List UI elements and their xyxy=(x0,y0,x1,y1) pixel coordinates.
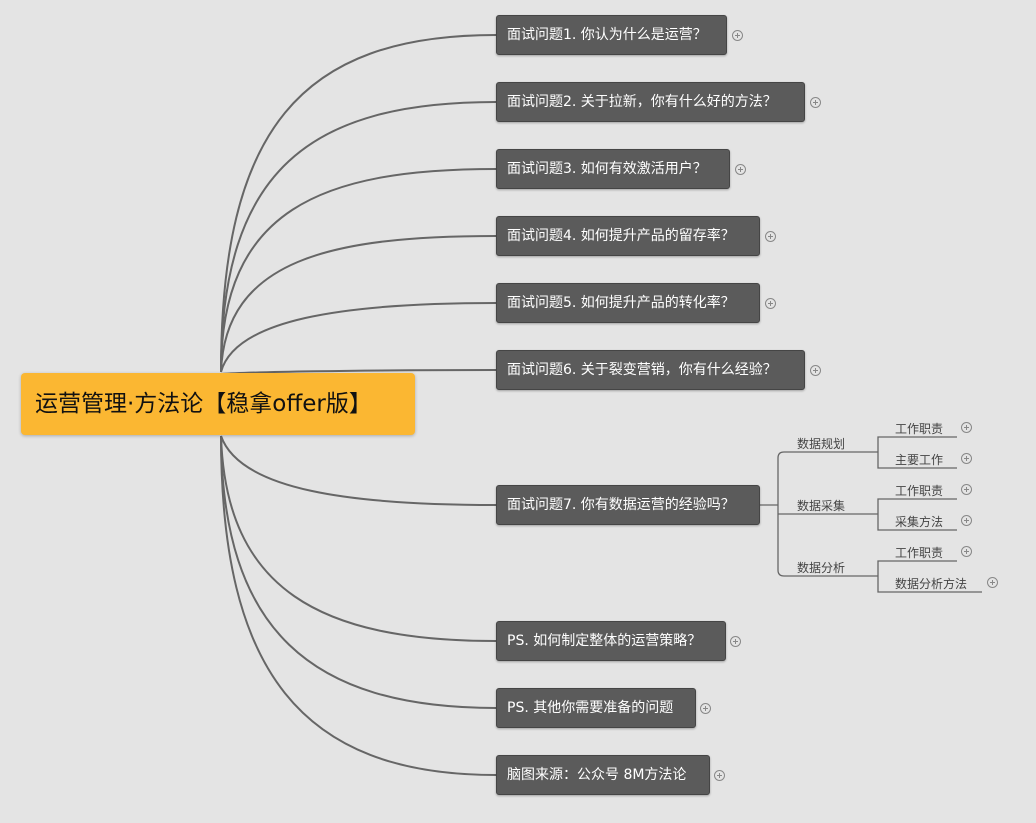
expand-icon[interactable] xyxy=(961,453,972,464)
topic-source[interactable]: 脑图来源：公众号 8M方法论 xyxy=(496,755,710,795)
expand-icon[interactable] xyxy=(810,97,821,108)
root-topic[interactable]: 运营管理·方法论【稳拿offer版】 xyxy=(21,373,415,435)
expand-icon[interactable] xyxy=(961,546,972,557)
expand-icon[interactable] xyxy=(987,577,998,588)
topic-question-3[interactable]: 面试问题3. 如何有效激活用户？ xyxy=(496,149,730,189)
expand-icon[interactable] xyxy=(810,365,821,376)
subtopic-data-collection[interactable]: 数据采集 xyxy=(797,499,846,513)
expand-icon[interactable] xyxy=(735,164,746,175)
leaf-topic[interactable]: 主要工作 xyxy=(895,453,944,467)
leaf-topic[interactable]: 数据分析方法 xyxy=(895,577,968,591)
topic-question-5[interactable]: 面试问题5. 如何提升产品的转化率？ xyxy=(496,283,760,323)
topic-question-6[interactable]: 面试问题6. 关于裂变营销，你有什么经验？ xyxy=(496,350,805,390)
expand-icon[interactable] xyxy=(730,636,741,647)
expand-icon[interactable] xyxy=(961,484,972,495)
topic-question-7[interactable]: 面试问题7. 你有数据运营的经验吗？ xyxy=(496,485,760,525)
expand-icon[interactable] xyxy=(765,231,776,242)
topic-question-4[interactable]: 面试问题4. 如何提升产品的留存率？ xyxy=(496,216,760,256)
expand-icon[interactable] xyxy=(714,770,725,781)
leaf-topic[interactable]: 工作职责 xyxy=(895,484,944,498)
leaf-topic[interactable]: 工作职责 xyxy=(895,546,944,560)
topic-ps-strategy[interactable]: PS. 如何制定整体的运营策略？ xyxy=(496,621,726,661)
leaf-topic[interactable]: 采集方法 xyxy=(895,515,944,529)
expand-icon[interactable] xyxy=(700,703,711,714)
subtopic-data-analysis[interactable]: 数据分析 xyxy=(797,561,846,575)
expand-icon[interactable] xyxy=(961,515,972,526)
expand-icon[interactable] xyxy=(732,30,743,41)
topic-question-1[interactable]: 面试问题1. 你认为什么是运营？ xyxy=(496,15,727,55)
expand-icon[interactable] xyxy=(765,298,776,309)
topic-question-2[interactable]: 面试问题2. 关于拉新，你有什么好的方法？ xyxy=(496,82,805,122)
expand-icon[interactable] xyxy=(961,422,972,433)
topic-ps-other[interactable]: PS. 其他你需要准备的问题 xyxy=(496,688,696,728)
leaf-topic[interactable]: 工作职责 xyxy=(895,422,944,436)
subtopic-data-planning[interactable]: 数据规划 xyxy=(797,437,846,451)
